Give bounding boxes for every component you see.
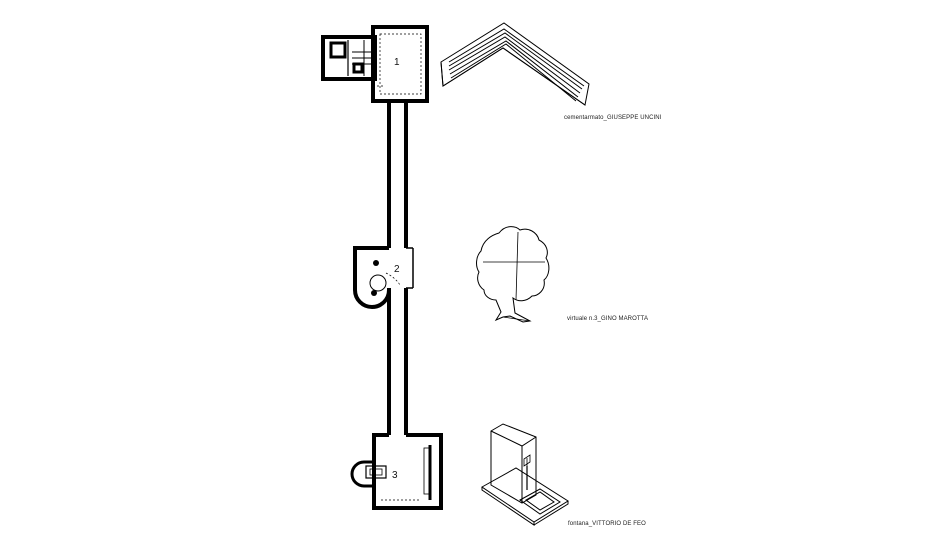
room-2-number: 2 [394,264,400,275]
caption-artwork-3: fontana_VITTORIO DE FEO [568,521,646,527]
caption-artwork-1: cementarmato_GIUSEPPE UNCINI [564,115,662,121]
room-3-number: 3 [392,470,398,481]
caption-artwork-2: virtuale n.3_GINO MAROTTA [567,316,649,322]
room-1-number: 1 [394,57,400,68]
room-3 [350,433,443,510]
room-2 [353,246,414,309]
corridor [387,101,408,435]
tree-silhouette-sculpture-icon [476,226,550,323]
zigzag-relief-sculpture-icon [440,22,590,106]
room-1 [321,25,429,103]
floor-plan: 1 2 3 [321,25,443,510]
fountain-block-sculpture-icon [481,423,569,526]
